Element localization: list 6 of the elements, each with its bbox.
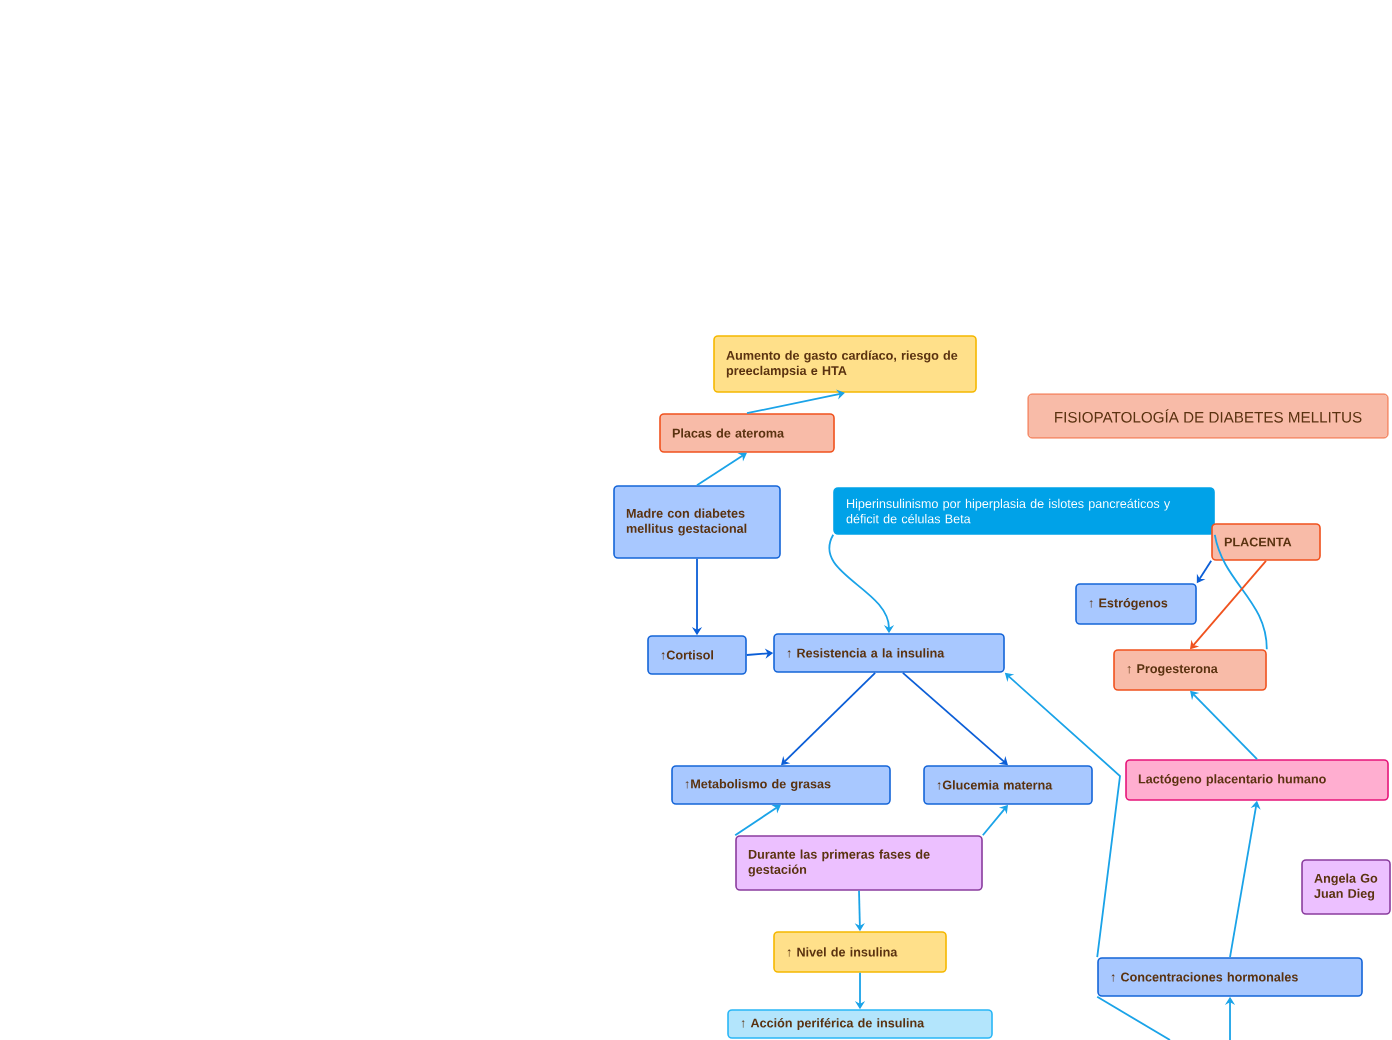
- arrow: [734, 804, 781, 837]
- arrow: [901, 671, 1008, 766]
- arrow: [696, 452, 747, 487]
- arrow: [746, 389, 845, 415]
- connector-line: [1096, 995, 1171, 1040]
- connector-line: [1213, 533, 1268, 651]
